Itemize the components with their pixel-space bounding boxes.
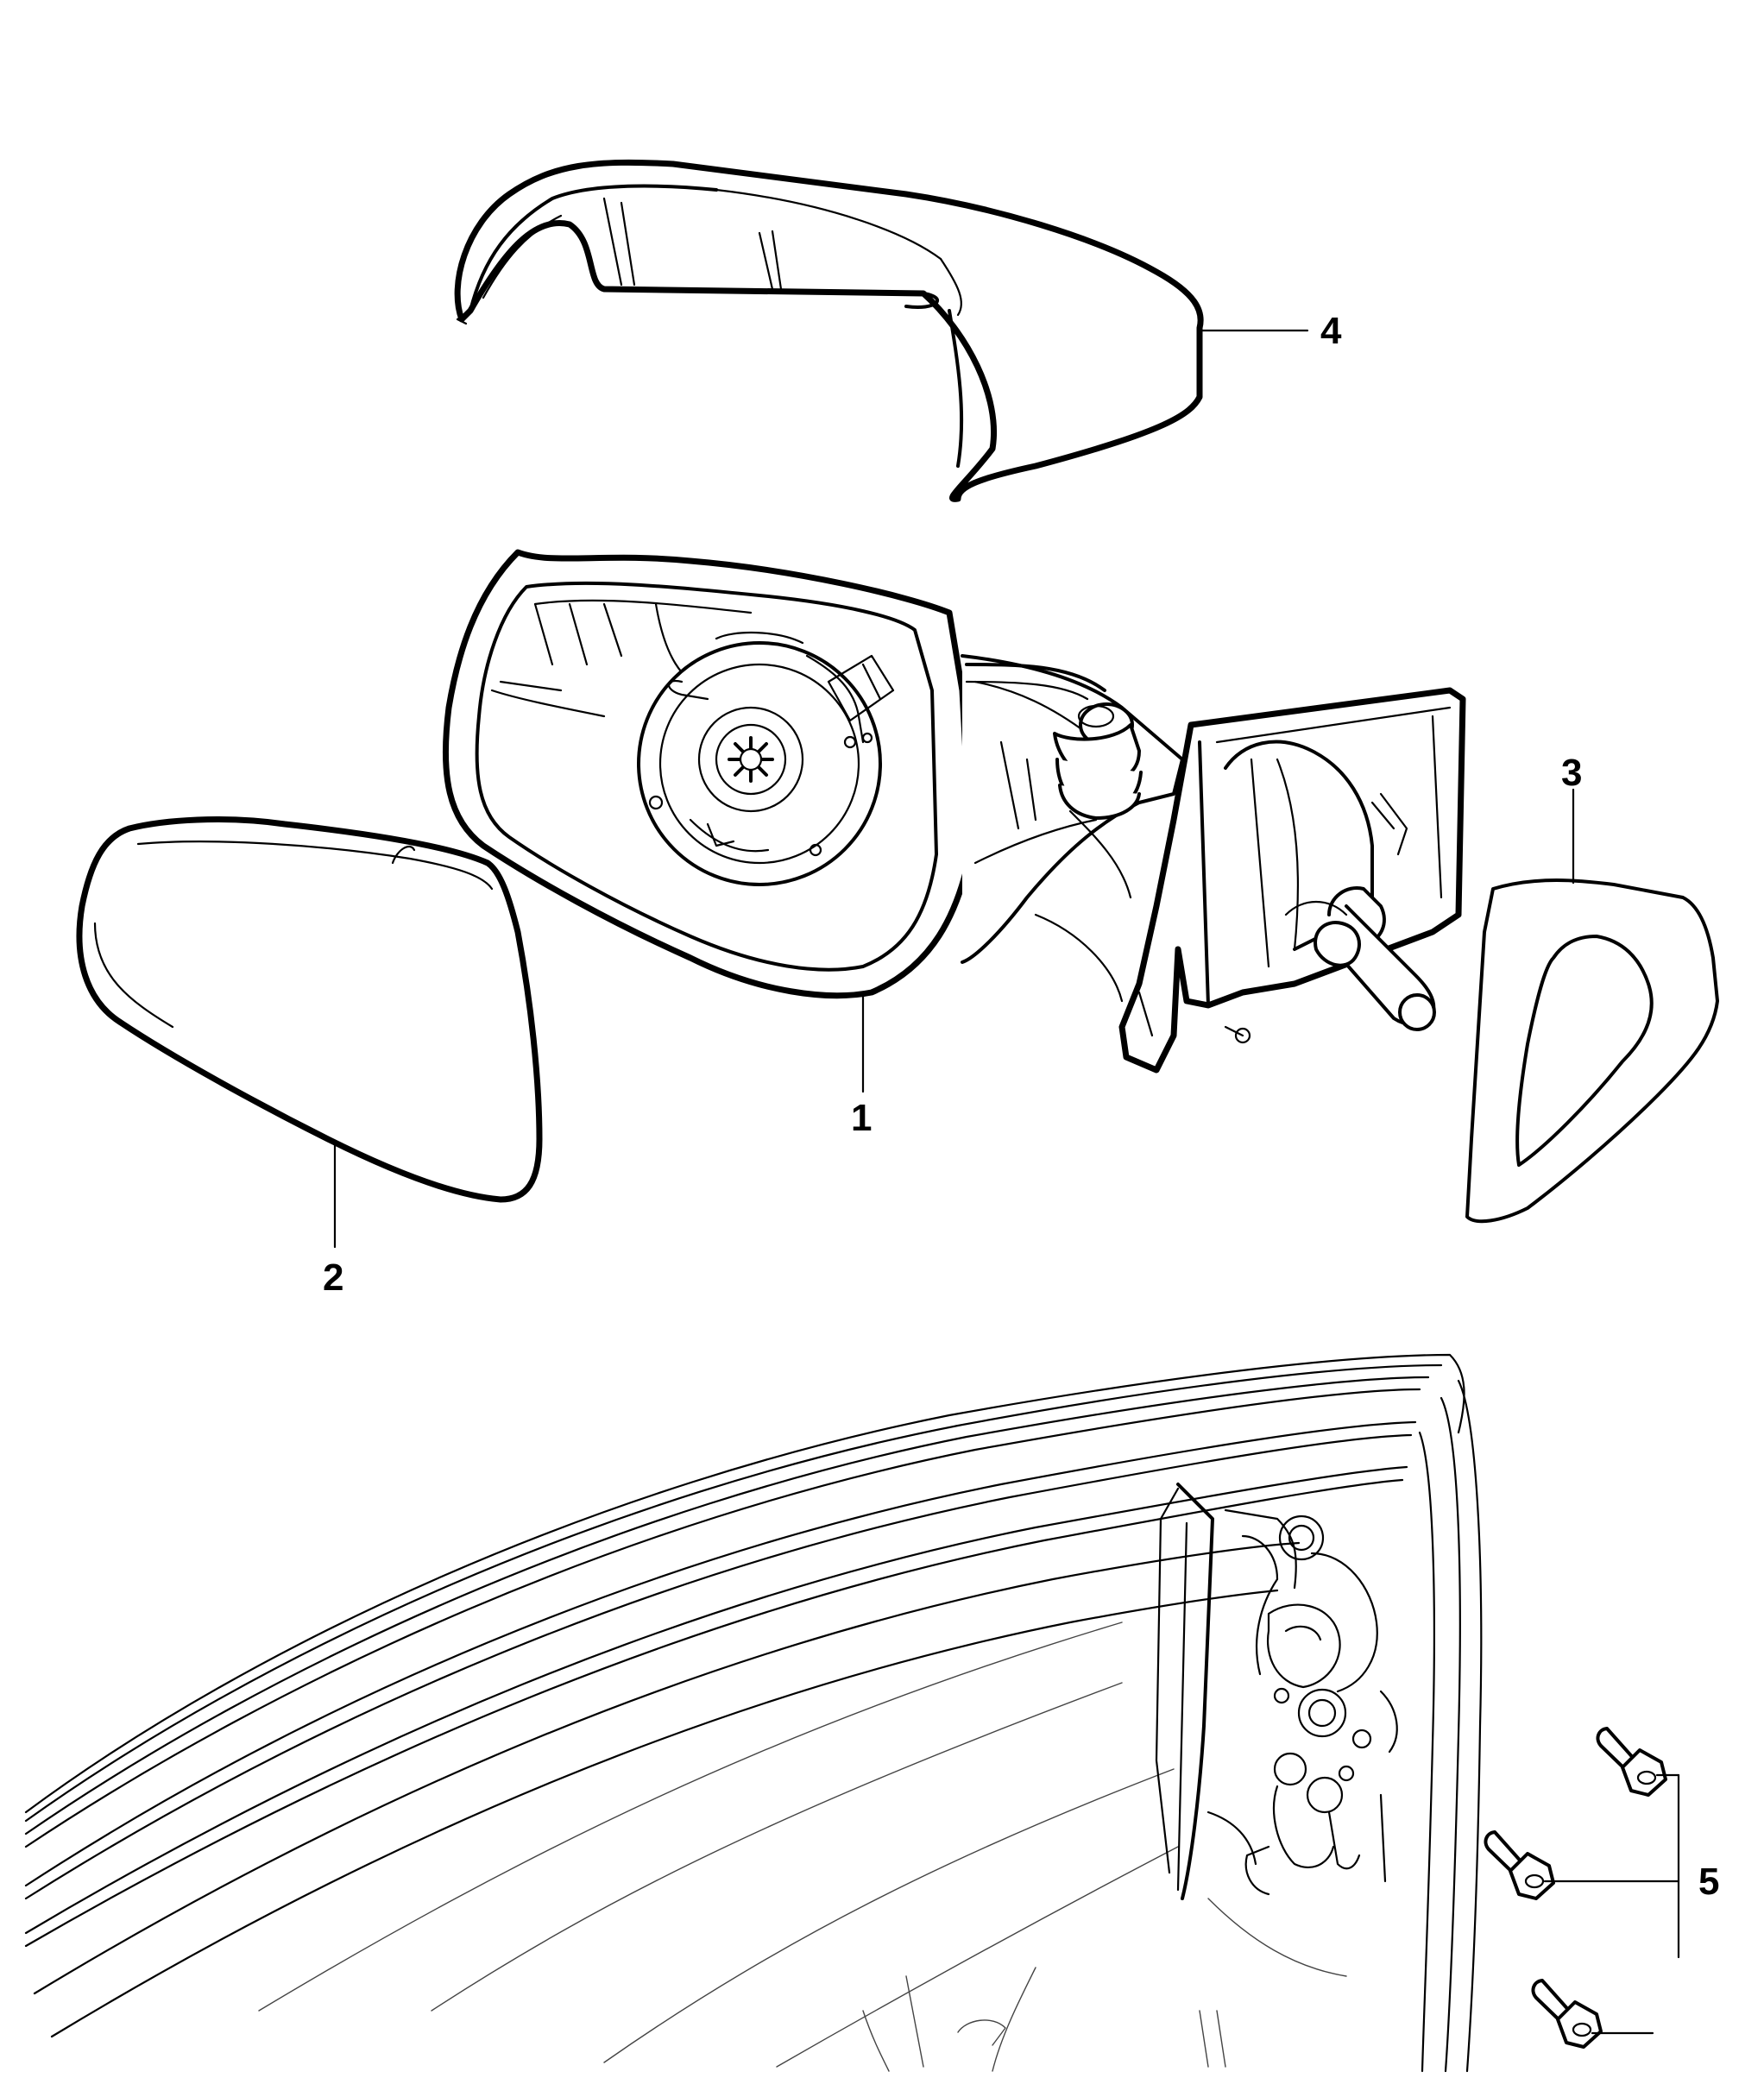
callout-label-1: 1 — [851, 1097, 872, 1139]
bolts-part — [1484, 1727, 1667, 2049]
callout-5: 5 — [1543, 1773, 1719, 2035]
callout-1: 1 — [851, 991, 872, 1139]
callout-label-3: 3 — [1561, 752, 1582, 794]
gasket-part — [1465, 878, 1719, 1224]
bolt-upper — [1596, 1727, 1667, 1797]
callout-3: 3 — [1561, 752, 1582, 885]
door-frame-context — [24, 1353, 1483, 2073]
mirror-cover-part — [454, 159, 1204, 502]
mirror-housing-part — [442, 549, 1466, 1074]
bolt-lower — [1531, 1979, 1603, 2049]
callout-label-5: 5 — [1698, 1861, 1719, 1903]
mirror-glass-part — [76, 816, 543, 1203]
callout-label-4: 4 — [1320, 310, 1342, 352]
callout-2: 2 — [323, 1140, 343, 1299]
callout-label-2: 2 — [323, 1256, 343, 1299]
callout-4: 4 — [1198, 310, 1342, 352]
bolt-middle — [1484, 1830, 1555, 1900]
